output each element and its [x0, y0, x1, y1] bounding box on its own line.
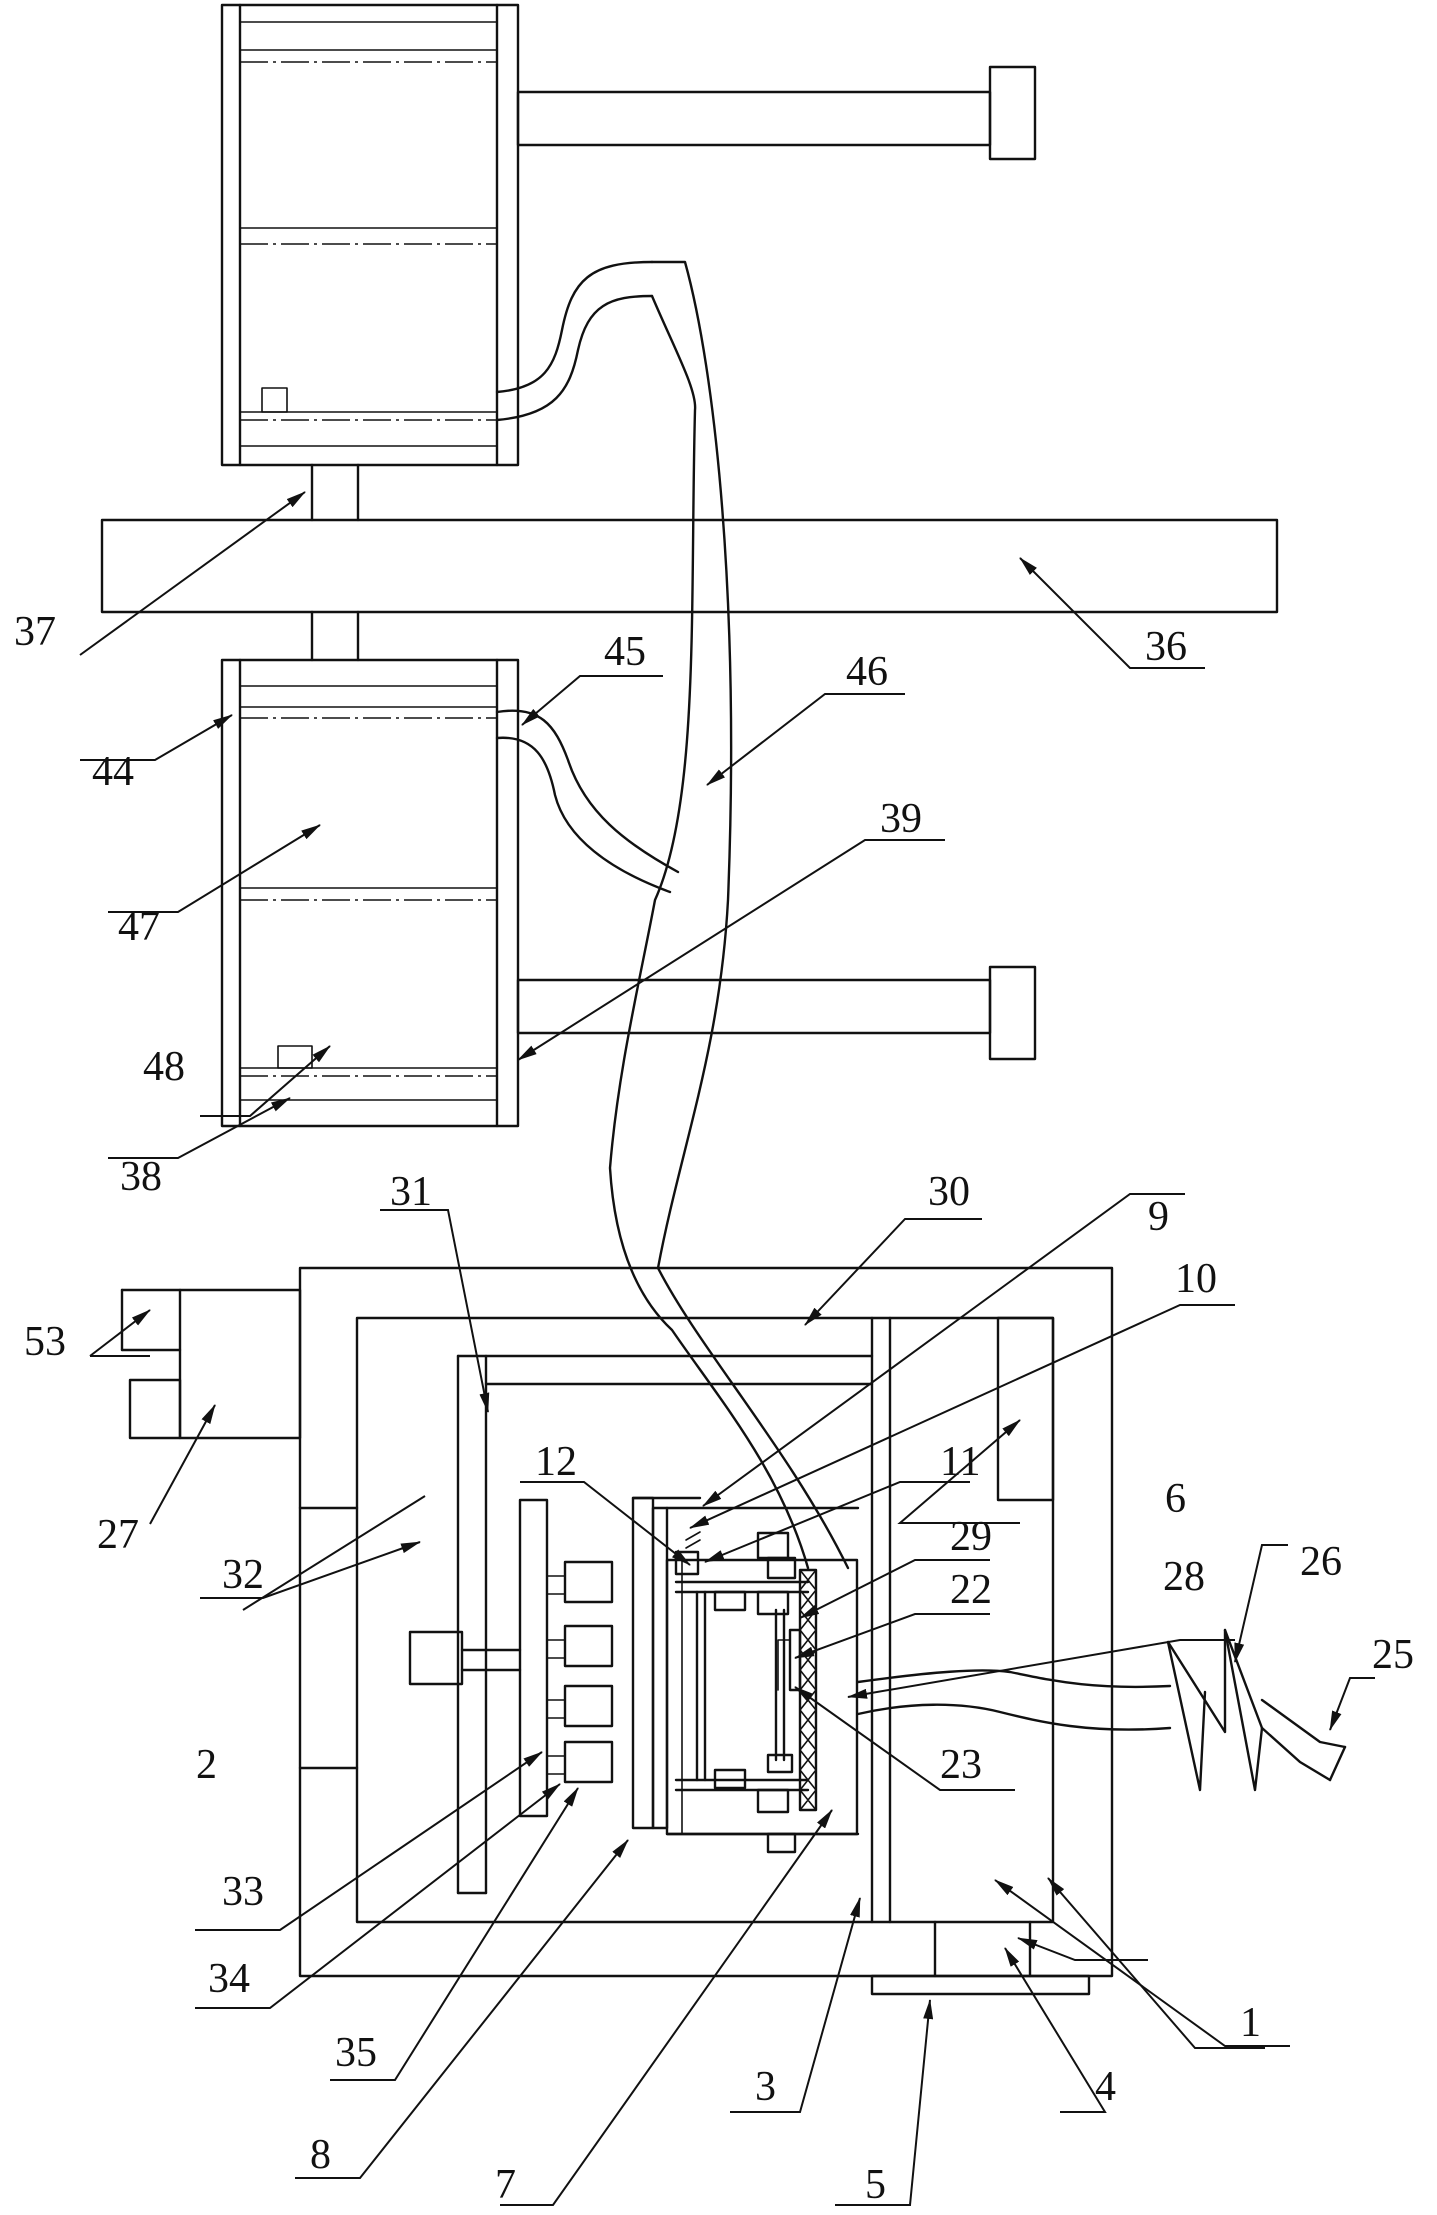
- middle-arm: [516, 965, 1037, 1061]
- label-47: 47: [118, 904, 160, 950]
- label-5: 5: [865, 2162, 886, 2208]
- leader-lines: [79, 491, 1375, 2206]
- label-25: 25: [1372, 1632, 1414, 1678]
- label-22: 22: [950, 1567, 992, 1613]
- label-37: 37: [14, 609, 56, 655]
- label-8: 8: [310, 2132, 331, 2178]
- right-hose: [856, 1628, 1347, 1792]
- label-31: 31: [390, 1169, 432, 1215]
- label-29: 29: [950, 1514, 992, 1560]
- label-27: 27: [97, 1512, 139, 1558]
- label-48: 48: [143, 1044, 185, 1090]
- middle-cable-branch: [495, 709, 680, 894]
- upper-cable-stub: [495, 260, 654, 422]
- label-30: 30: [928, 1169, 970, 1215]
- label-1: 1: [1240, 2000, 1261, 2046]
- control-stack: [408, 1498, 614, 1818]
- side-module: [120, 1288, 302, 1440]
- middle-housing: [220, 658, 520, 1128]
- main-housing: [298, 1266, 1114, 1978]
- label-12: 12: [535, 1439, 577, 1485]
- mast: [310, 463, 360, 662]
- label-35: 35: [335, 2030, 377, 2076]
- upper-arm: [516, 65, 1037, 161]
- part-labels: 37 36 45 46 44 47 39 48 38 31 30 9 10 53…: [14, 609, 1414, 2208]
- upper-housing: [220, 3, 520, 467]
- label-10: 10: [1175, 1256, 1217, 1302]
- label-36: 36: [1145, 624, 1187, 670]
- label-3: 3: [755, 2064, 776, 2110]
- label-44: 44: [92, 749, 134, 795]
- label-4: 4: [1095, 2064, 1116, 2110]
- label-39: 39: [880, 796, 922, 842]
- main-cable: [608, 260, 850, 1570]
- label-46: 46: [846, 649, 888, 695]
- label-2: 2: [196, 1742, 217, 1788]
- label-11: 11: [940, 1439, 980, 1485]
- label-34: 34: [208, 1956, 250, 2002]
- inner-frame: [456, 1316, 1055, 1924]
- label-26: 26: [1300, 1539, 1342, 1585]
- label-53: 53: [24, 1319, 66, 1365]
- label-7: 7: [495, 2162, 516, 2208]
- label-45: 45: [604, 629, 646, 675]
- label-33: 33: [222, 1869, 264, 1915]
- center-mechanism: [631, 1496, 860, 1854]
- label-6: 6: [1165, 1476, 1186, 1522]
- label-28: 28: [1163, 1554, 1205, 1600]
- buttons: [546, 1560, 614, 1784]
- label-32: 32: [222, 1552, 264, 1598]
- crossbar: [100, 518, 1279, 614]
- label-38: 38: [120, 1154, 162, 1200]
- feet: [870, 1920, 1091, 1996]
- label-23: 23: [940, 1742, 982, 1788]
- label-9: 9: [1148, 1194, 1169, 1240]
